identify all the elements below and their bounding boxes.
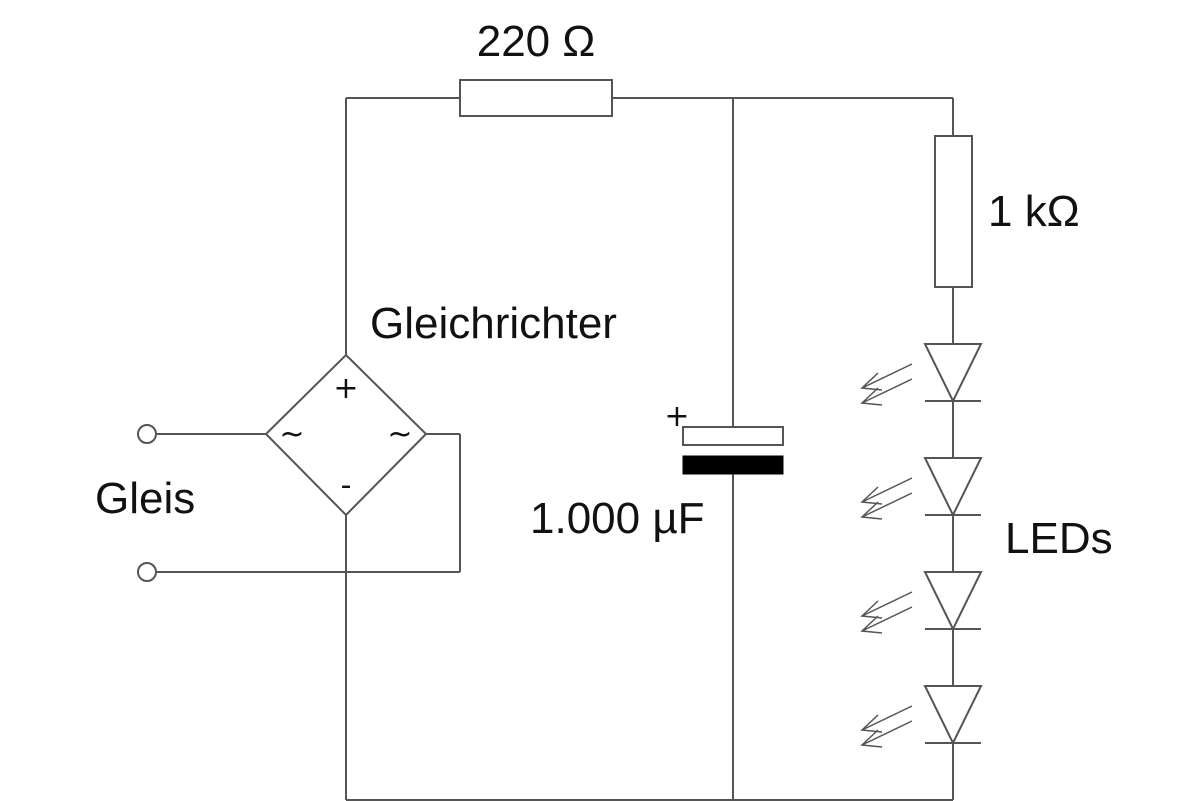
resistor-1-kohm	[934, 135, 973, 288]
arrow-head	[860, 615, 883, 634]
resistor-220-ohm	[459, 79, 613, 117]
arrow-shaft	[861, 363, 913, 389]
light-emission-arrows-icon	[860, 591, 913, 634]
led-chain	[860, 343, 983, 748]
label-capacitor: 1.000 µF	[530, 494, 705, 543]
track-terminal-top	[137, 424, 157, 444]
arrow-head	[860, 501, 883, 520]
rectifier-plus: +	[333, 371, 358, 406]
arrow-shaft	[861, 705, 913, 731]
arrow-head	[860, 729, 883, 748]
capacitor-negative-plate	[682, 455, 784, 475]
led-triangle	[923, 571, 983, 632]
arrow-head	[860, 387, 883, 406]
rectifier-ac-left: ~	[279, 417, 304, 452]
arrow-head	[860, 372, 883, 391]
arrow-shaft	[861, 492, 913, 518]
rectifier-minus: -	[341, 468, 352, 503]
capacitor-positive-plate	[682, 426, 784, 446]
label-rectifier: Gleichrichter	[370, 299, 617, 348]
label-1-kohm: 1 kΩ	[988, 187, 1080, 236]
led-1	[860, 343, 983, 406]
arrow-head	[860, 600, 883, 619]
led-triangle	[923, 685, 983, 746]
label-220-ohm: 220 Ω	[477, 17, 596, 66]
arrow-shaft	[861, 591, 913, 617]
capacitor-polarity: +	[664, 399, 689, 434]
rectifier-ac-right: ~	[387, 417, 412, 452]
led-triangle	[923, 343, 983, 404]
arrow-shaft	[861, 606, 913, 632]
label-track: Gleis	[95, 474, 195, 523]
rectifier-bridge	[264, 353, 428, 517]
led-2	[860, 457, 983, 520]
light-emission-arrows-icon	[860, 477, 913, 520]
arrow-shaft	[861, 477, 913, 503]
light-emission-arrows-icon	[860, 363, 913, 406]
led-4	[860, 685, 983, 748]
arrow-head	[860, 714, 883, 733]
arrow-shaft	[861, 720, 913, 746]
wires	[156, 97, 954, 801]
led-triangle	[923, 457, 983, 518]
arrow-shaft	[861, 378, 913, 404]
label-leds: LEDs	[1005, 514, 1113, 563]
light-emission-arrows-icon	[860, 705, 913, 748]
track-terminal-bottom	[137, 562, 157, 582]
arrow-head	[860, 486, 883, 505]
led-3	[860, 571, 983, 634]
